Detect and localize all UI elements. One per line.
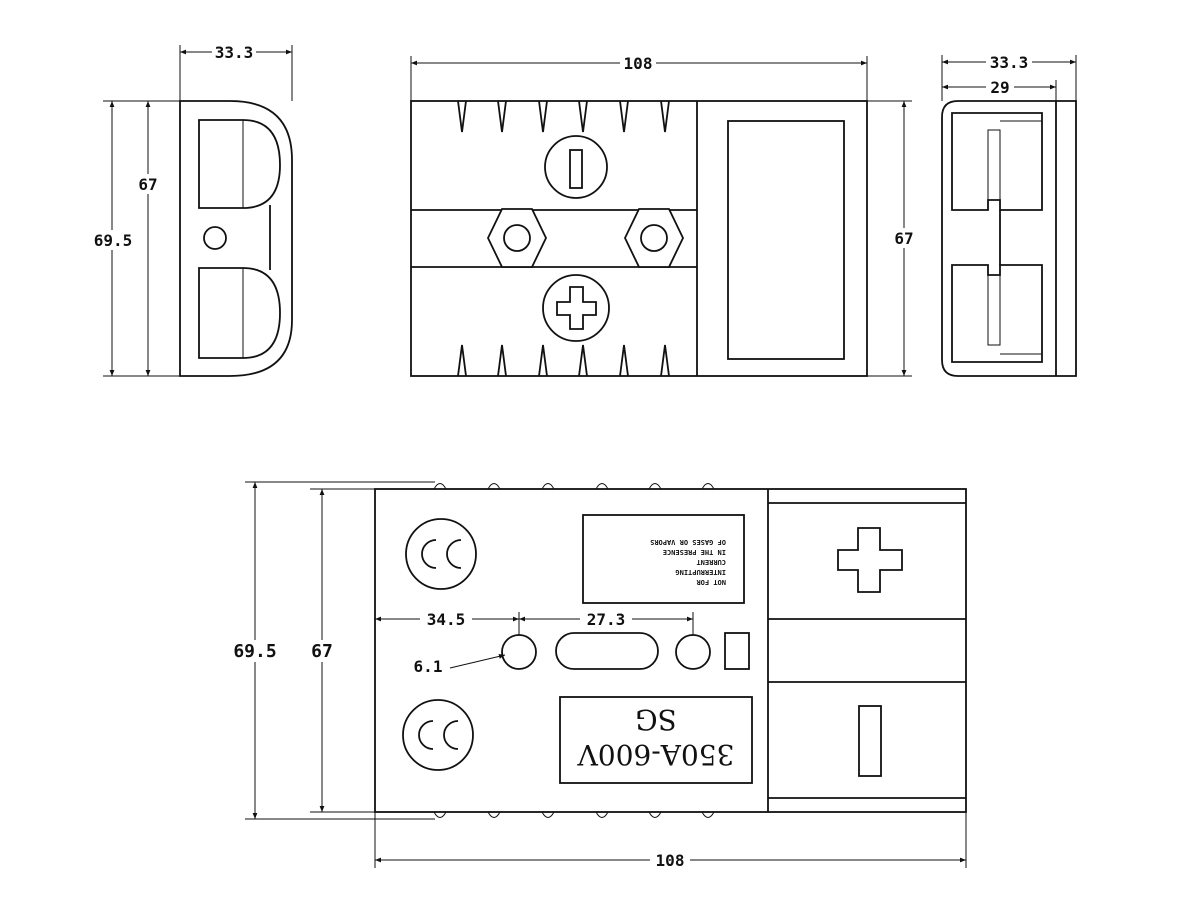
- label-line-2: INTERRUPTING: [675, 568, 726, 576]
- rib-tooth: [497, 100, 507, 133]
- rib-tooth: [538, 100, 548, 133]
- rib-bump: [541, 811, 555, 818]
- model-brand-text: SG: [635, 703, 677, 736]
- rib-bump: [433, 811, 447, 818]
- label-line-4: IN THE PRESENCE: [663, 548, 726, 556]
- dim-inner-height-bottom: 67: [311, 641, 333, 662]
- label-line-1: NOT FOR: [696, 578, 726, 586]
- rib-bump: [487, 811, 501, 818]
- rib-tooth: [457, 100, 467, 133]
- ce-mark-icon-lower: [402, 699, 474, 771]
- dim-hole-offset: 34.5: [427, 610, 466, 629]
- rib-tooth: [619, 344, 629, 377]
- dim-width-top: 108: [624, 54, 653, 73]
- dim-outer-width-right: 33.3: [990, 53, 1029, 72]
- rib-bump: [595, 811, 609, 818]
- rib-bump: [541, 483, 555, 490]
- dim-inner-width-right: 29: [990, 78, 1009, 97]
- rib-tooth: [578, 100, 588, 133]
- ribs-top: [457, 100, 670, 133]
- rib-tooth: [578, 344, 588, 377]
- dim-hole-spacing: 27.3: [587, 610, 626, 629]
- rib-tooth: [457, 344, 467, 377]
- top-view: 108 67: [410, 54, 916, 377]
- rib-tooth: [619, 100, 629, 133]
- ribs-bottom-bottom-view: [433, 811, 715, 818]
- rib-bump: [595, 483, 609, 490]
- dim-inner-height-left: 67: [138, 175, 157, 194]
- dim-width-left: 33.3: [215, 43, 254, 62]
- rib-tooth: [660, 344, 670, 377]
- rib-bump: [701, 483, 715, 490]
- rib-tooth: [660, 100, 670, 133]
- plus-sign-icon-bottom: [837, 527, 903, 593]
- side-view-left: 33.3 67 69.5: [92, 43, 293, 377]
- dim-width-bottom: 108: [656, 851, 685, 870]
- ce-mark-icon-upper: [405, 518, 477, 590]
- label-line-3: CURRENT: [696, 558, 726, 566]
- ribs-bottom: [457, 344, 670, 377]
- dim-height-top: 67: [894, 229, 913, 248]
- dim-hole-diameter: 6.1: [414, 657, 443, 676]
- model-label: 350A-600V SG: [577, 703, 735, 771]
- rib-bump: [648, 483, 662, 490]
- minus-sign-icon: [569, 149, 583, 189]
- minus-sign-icon-bottom: [858, 705, 882, 777]
- rib-tooth: [538, 344, 548, 377]
- side-view-right: 33.3 29: [941, 53, 1077, 377]
- rib-bump: [701, 811, 715, 818]
- ribs-top-bottom-view: [433, 483, 715, 490]
- warning-label: NOT FOR INTERRUPTING CURRENT IN THE PRES…: [650, 538, 726, 586]
- plus-sign-icon: [556, 286, 597, 330]
- rib-bump: [487, 483, 501, 490]
- dim-outer-height-left: 69.5: [94, 231, 133, 250]
- rib-bump: [433, 483, 447, 490]
- rib-tooth: [497, 344, 507, 377]
- dim-outer-height-bottom: 69.5: [233, 641, 276, 662]
- label-line-5: OF GASES OR VAPORS: [650, 538, 726, 546]
- model-rating-text: 350A-600V: [577, 738, 735, 771]
- bottom-view: NOT FOR INTERRUPTING CURRENT IN THE PRES…: [226, 481, 967, 870]
- rib-bump: [648, 811, 662, 818]
